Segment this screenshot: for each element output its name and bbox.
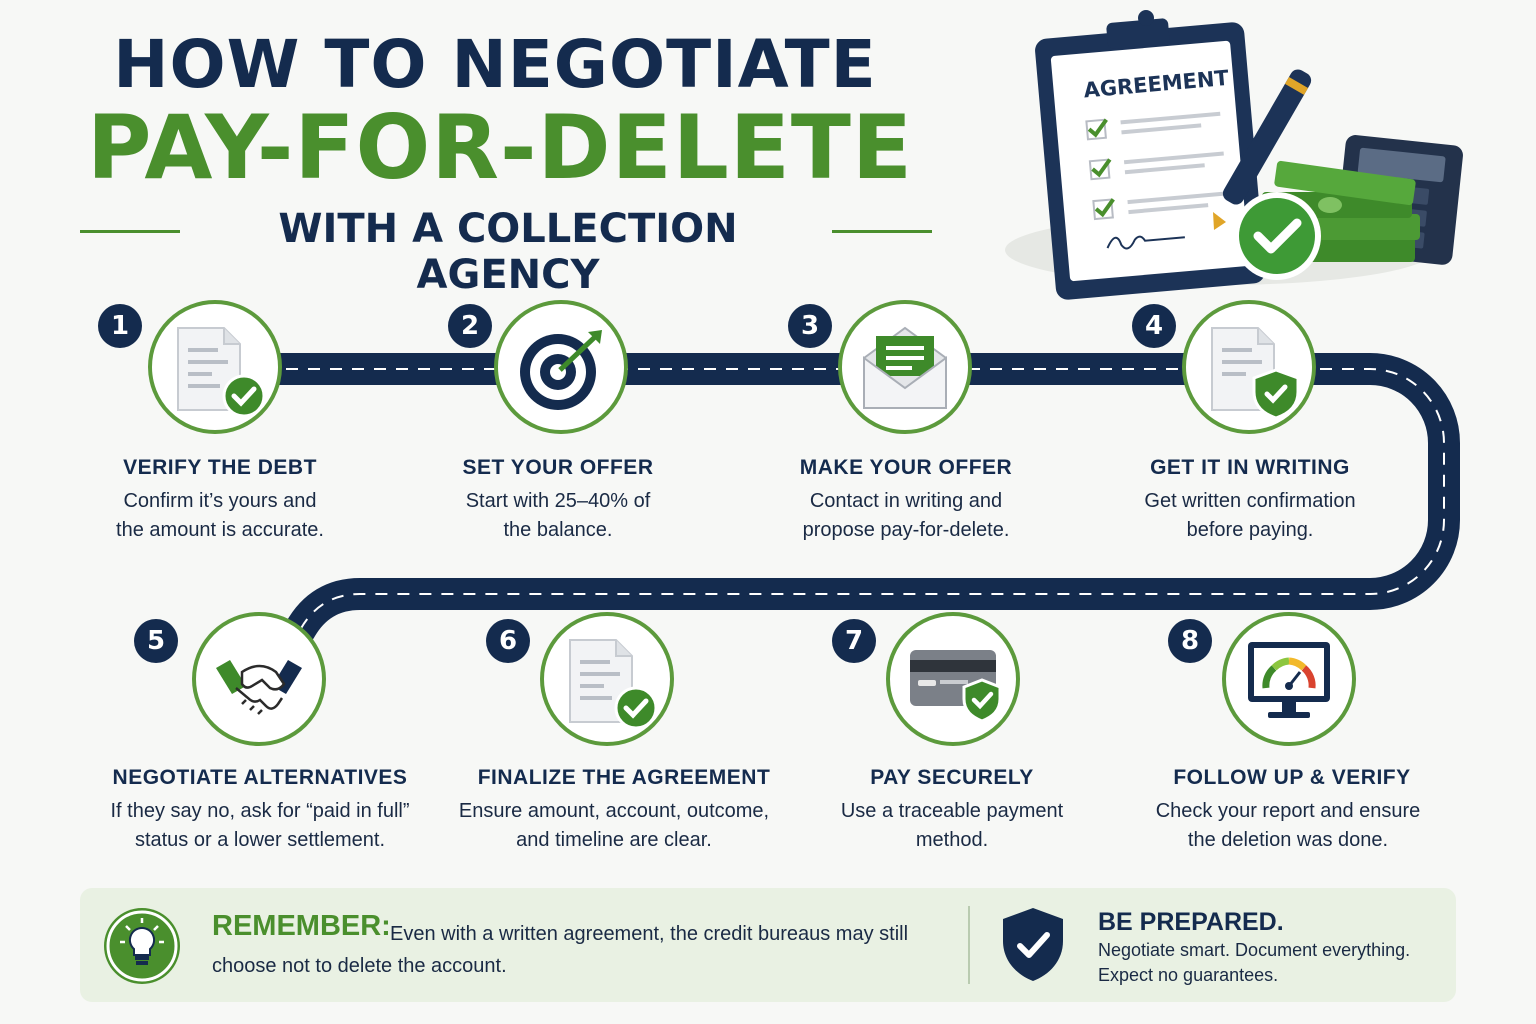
step-6-desc-line-1: Ensure amount, account, outcome,: [458, 800, 770, 822]
be-prepared-line-1: Negotiate smart. Document everything.: [1098, 940, 1411, 960]
step-2-icon-circle: [494, 300, 628, 434]
step-4-desc-line-2: before paying.: [1186, 519, 1314, 541]
step-1-title: VERIFY THE DEBT: [123, 456, 317, 479]
lightbulb-icon: [106, 910, 178, 982]
step-7-desc-line-2: method.: [915, 829, 989, 851]
monitor-gauge-icon: [1248, 642, 1330, 718]
title-rule-left: [80, 230, 180, 233]
step-2-desc-line-2: the balance.: [503, 519, 613, 541]
step-6-title: FINALIZE THE AGREEMENT: [477, 766, 771, 789]
step-6-description: Ensure amount, account, outcome, and tim…: [424, 797, 804, 855]
step-8-desc-line-2: the deletion was done.: [1187, 829, 1389, 851]
step-1-desc-line-1: Confirm it’s yours and: [123, 490, 317, 512]
step-5-number: 5: [134, 619, 178, 663]
step-7-icon-circle: [886, 612, 1020, 746]
checkmark-badge-icon: [1233, 192, 1321, 280]
step-4-description: Get written confirmation before paying.: [1060, 487, 1440, 545]
remember-text-line-2: choose not to delete the account.: [212, 955, 507, 977]
step-2-title: SET YOUR OFFER: [462, 456, 654, 479]
step-7-description: Use a traceable payment method.: [762, 797, 1142, 855]
be-prepared-title: BE PREPARED.: [1098, 908, 1284, 936]
step-3-icon-circle: [838, 300, 972, 434]
step-5-icon-circle: [192, 612, 326, 746]
shield-check-icon: [1003, 908, 1063, 981]
be-prepared-line-2: Expect no guarantees.: [1098, 965, 1279, 985]
hero-illustration: AGREEMENT: [1005, 10, 1463, 300]
step-3-title: MAKE YOUR OFFER: [799, 456, 1013, 479]
envelope-icon: [863, 326, 947, 409]
step-7-desc-line-1: Use a traceable payment: [840, 800, 1064, 822]
remember-text-line-1: Even with a written agreement, the credi…: [390, 923, 909, 945]
step-8-desc-line-1: Check your report and ensure: [1155, 800, 1421, 822]
be-prepared-text: Negotiate smart. Document everything. Ex…: [1098, 938, 1448, 988]
clipboard-icon: AGREEMENT: [1035, 10, 1266, 300]
step-4-title: GET IT IN WRITING: [1150, 456, 1350, 479]
step-6-icon-circle: [540, 612, 674, 746]
step-1-desc-line-2: the amount is accurate.: [116, 519, 324, 541]
step-3-description: Contact in writing and propose pay-for-d…: [716, 487, 1096, 545]
step-5-desc-line-2: status or a lower settlement.: [134, 829, 386, 851]
step-8-icon-circle: [1222, 612, 1356, 746]
step-2-number: 2: [448, 304, 492, 348]
step-6-desc-line-2: and timeline are clear.: [516, 829, 712, 851]
title-line-1: HOW TO NEGOTIATE: [113, 26, 877, 103]
title-rule-right: [832, 230, 932, 233]
step-2-description: Start with 25–40% of the balance.: [368, 487, 748, 545]
step-3-desc-line-2: propose pay-for-delete.: [802, 519, 1010, 541]
document-check-icon: [569, 639, 658, 730]
title-line-3: WITH A COLLECTION AGENCY: [278, 206, 738, 298]
target-icon: [520, 330, 602, 410]
step-7-title: PAY SECURELY: [870, 766, 1034, 789]
remember-text: Even with a written agreement, the credi…: [212, 918, 962, 982]
step-1-icon-circle: [148, 300, 282, 434]
handshake-icon: [216, 660, 302, 715]
step-5-desc-line-1: If they say no, ask for “paid in full”: [110, 800, 410, 822]
step-3-desc-line-1: Contact in writing and: [809, 490, 1003, 512]
step-4-icon-circle: [1182, 300, 1316, 434]
step-7-number: 7: [832, 619, 876, 663]
step-4-number: 4: [1132, 304, 1176, 348]
step-8-description: Check your report and ensure the deletio…: [1098, 797, 1478, 855]
step-2-desc-line-1: Start with 25–40% of: [465, 490, 651, 512]
step-5-description: If they say no, ask for “paid in full” s…: [70, 797, 450, 855]
step-8-title: FOLLOW UP & VERIFY: [1173, 766, 1411, 789]
step-1-number: 1: [98, 304, 142, 348]
credit-card-shield-icon: [910, 650, 1002, 723]
footer-divider: [968, 906, 970, 984]
step-1-description: Confirm it’s yours and the amount is acc…: [30, 487, 410, 545]
document-check-icon: [177, 327, 266, 418]
step-4-desc-line-1: Get written confirmation: [1144, 490, 1356, 512]
lightbulb-icon-circle: [104, 908, 180, 984]
step-3-number: 3: [788, 304, 832, 348]
title-line-2: PAY-FOR-DELETE: [86, 96, 914, 199]
step-6-number: 6: [486, 619, 530, 663]
step-8-number: 8: [1168, 619, 1212, 663]
remember-label: REMEMBER:: [212, 910, 391, 942]
document-shield-icon: [1211, 327, 1300, 420]
pen-icon: [1213, 69, 1312, 230]
step-5-title: NEGOTIATE ALTERNATIVES: [112, 766, 408, 789]
footer-panel: REMEMBER: Even with a written agreement,…: [80, 888, 1456, 1002]
